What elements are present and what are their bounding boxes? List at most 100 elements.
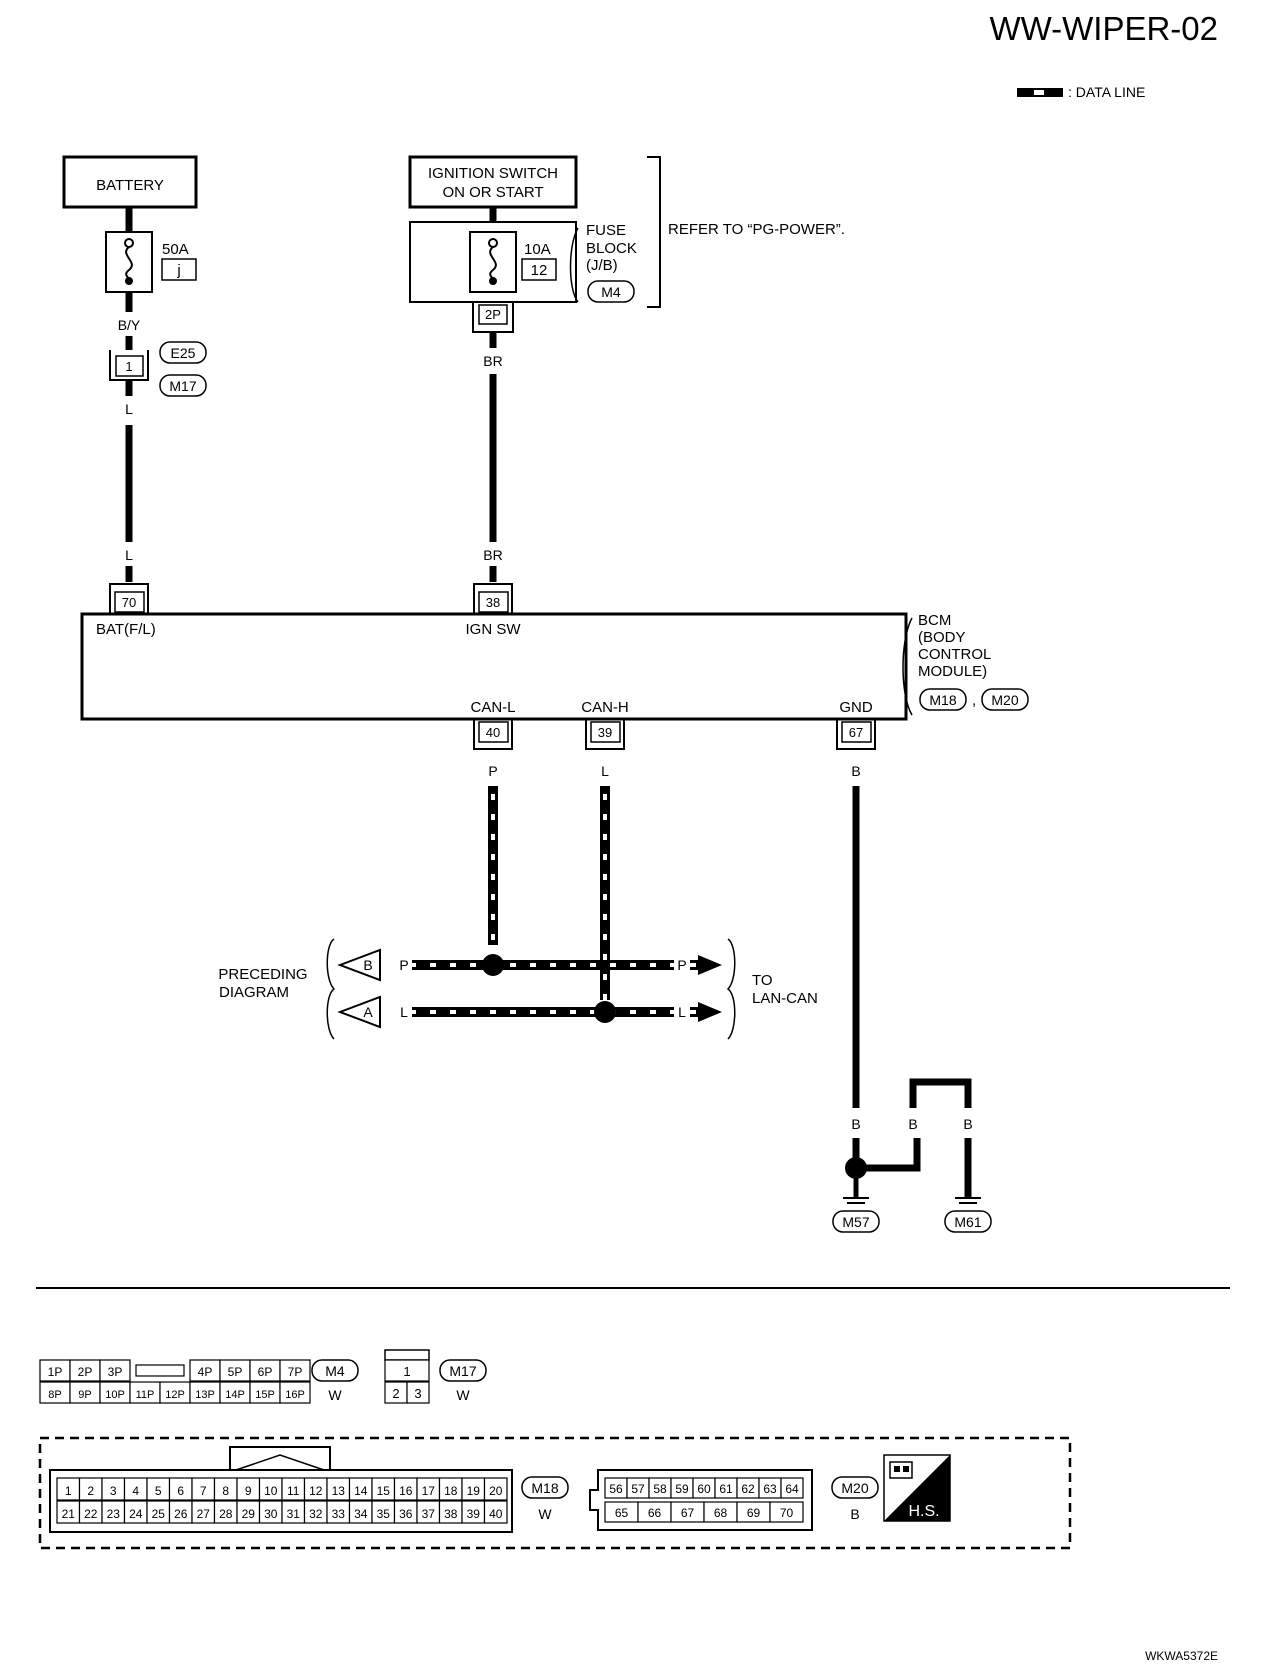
bcm-pin-38: 38 [486,595,500,610]
pin-label: 40 [489,1507,503,1521]
pin-label: 9P [78,1389,91,1401]
svg-text:B: B [908,1116,917,1132]
svg-text:PRECEDING: PRECEDING [218,966,307,983]
bcm-label-group: BCM (BODY CONTROL MODULE) M18 , M20 [902,612,1029,716]
svg-text:W: W [328,1387,342,1403]
bcm-ign-label: IGN SW [466,621,522,638]
page-title: WW-WIPER-02 [989,10,1218,47]
bcm-module: 70 BAT(F/L) 38 IGN SW CAN-L CAN-H GND 40… [80,583,908,750]
pin-label: 25 [152,1507,166,1521]
connector-refs-top: M4 W M17 W [311,1359,487,1403]
svg-text:IGNITION SWITCH: IGNITION SWITCH [428,165,558,182]
pin-cell [279,1381,311,1404]
bcm-gnd-label: GND [839,699,873,716]
pin-label: 57 [631,1482,645,1496]
pin-cell [384,1359,430,1382]
fuse-10a-id: 12 [531,262,548,279]
pin-label: 20 [489,1484,503,1498]
svg-text:P: P [677,957,686,973]
pin-label: 59 [675,1482,689,1496]
bcm-pin-67: 67 [849,725,863,740]
pin-label: 13 [332,1484,346,1498]
ref-m20: M20 [991,692,1018,708]
connector-housing [49,1469,513,1533]
pin-label: 18 [444,1484,458,1498]
svg-text:ON OR START: ON OR START [442,184,543,201]
svg-text:B: B [851,1116,860,1132]
pin-label: 28 [219,1507,233,1521]
pin-label: 14 [354,1484,368,1498]
svg-text:MODULE): MODULE) [918,663,987,680]
pin-label: 5P [228,1365,243,1379]
pin-label: 7P [288,1365,303,1379]
svg-text:M4: M4 [325,1363,345,1379]
can-p-horizontal-line [410,954,722,976]
pin-label: 26 [174,1507,188,1521]
pin-label: 68 [714,1506,728,1520]
fuse-block-output-pin: 2P [472,302,514,333]
battery-block: BATTERY [62,155,198,209]
pin-cell [780,1477,804,1499]
pin-label: 36 [399,1507,413,1521]
legend-label: : DATA LINE [1068,84,1145,100]
svg-text:BLOCK: BLOCK [586,240,637,257]
pin-cell [279,1359,311,1382]
svg-text:M18: M18 [531,1480,558,1496]
pin-label: 37 [422,1507,436,1521]
bcm-canl-label: CAN-L [470,699,515,716]
pin-label: 7 [200,1484,207,1498]
pin-label: 2P [78,1365,93,1379]
pin-cell [769,1501,804,1523]
svg-text:(BODY: (BODY [918,629,966,646]
pin-label: 39 [467,1507,481,1521]
pin-label: 12P [165,1389,185,1401]
ground-symbol-m61: M61 [944,1197,992,1233]
pin-label: 31 [287,1507,301,1521]
pin-label: 2 [87,1484,94,1498]
pin-label: 22 [84,1507,98,1521]
svg-text:M17: M17 [449,1363,476,1379]
pin-label: 24 [129,1507,143,1521]
pin-label: 32 [309,1507,323,1521]
svg-text:L: L [125,547,133,563]
ref-e25: E25 [171,345,196,361]
svg-text:W: W [456,1387,470,1403]
connector-housing [589,1469,813,1531]
harness-side-icon: H.S. [883,1454,951,1522]
bcm-connector-frame [38,1436,1072,1550]
fuse-50a: 50A j [105,231,197,293]
pin-label: 11 [287,1484,300,1498]
bcm-canh-label: CAN-H [581,699,629,716]
pin-label: 34 [354,1507,368,1521]
connector-hood [384,1349,430,1361]
pin-label: 65 [615,1506,629,1520]
pin-label: 70 [780,1506,794,1520]
svg-text:2P: 2P [485,307,501,322]
pin-label: 17 [422,1484,436,1498]
svg-text:FUSE: FUSE [586,222,626,239]
svg-text:(J/B): (J/B) [586,257,618,274]
svg-text:B: B [363,957,372,973]
pin-label: 15 [377,1484,391,1498]
wire-color-by: B/Y [118,317,141,333]
svg-text:DIAGRAM: DIAGRAM [219,984,289,1001]
pin-cell [99,1359,131,1382]
pin-label: 9 [245,1484,252,1498]
pin-label: 10P [105,1389,125,1401]
svg-text:L: L [678,1004,686,1020]
bcm-pin-39: 39 [598,725,612,740]
battery-label: BATTERY [96,177,164,194]
pin-label: 64 [785,1482,799,1496]
refer-to-pg-power: REFER TO “PG-POWER”. [647,156,845,308]
svg-text:L: L [125,401,133,417]
pin-label: 14P [225,1389,245,1401]
ignition-switch-block: IGNITION SWITCH ON OR START [408,155,578,209]
ref-m17: M17 [169,378,196,394]
pin-cell [483,1477,508,1501]
pin-label: 10 [264,1484,278,1498]
svg-text:1: 1 [125,359,132,374]
